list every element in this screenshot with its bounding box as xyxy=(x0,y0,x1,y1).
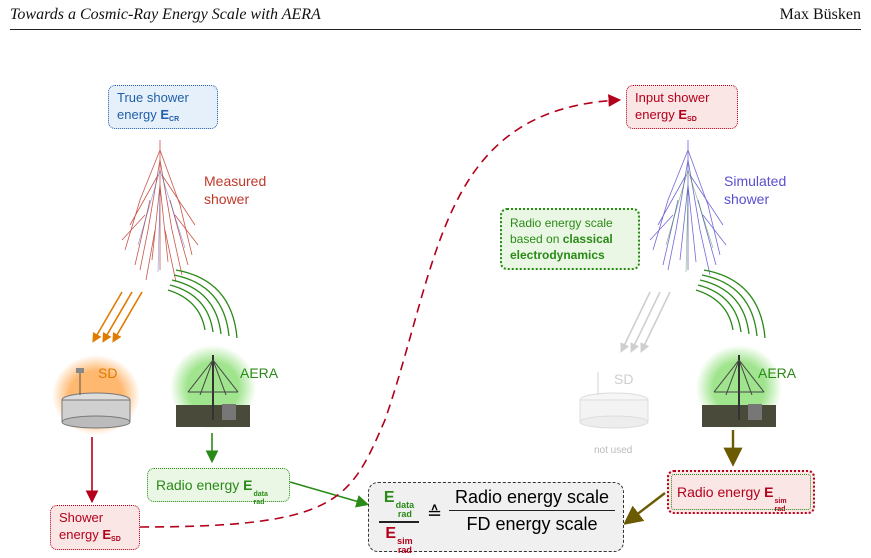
page-header: Towards a Cosmic-Ray Energy Scale with A… xyxy=(0,0,871,30)
radio-data-to-formula-arrow xyxy=(289,481,370,508)
formula-num-symbol: E xyxy=(383,489,395,506)
aera-antenna-icon xyxy=(696,345,782,430)
input-shower-energy-box: Input shower energy ESD xyxy=(626,85,738,129)
paper-title: Towards a Cosmic-Ray Energy Scale with A… xyxy=(10,6,321,23)
sd-tank-icon xyxy=(52,355,140,435)
sd-tank-icon xyxy=(579,372,649,429)
measured-shower-icon xyxy=(121,140,199,283)
radio-energy-scale-note: Radio energy scale based on classical el… xyxy=(500,208,640,270)
scale-numerator: Radio energy scale xyxy=(449,488,615,511)
aera-label: AERA xyxy=(758,365,797,381)
header-rule xyxy=(10,29,861,30)
not-used-label: not used xyxy=(594,445,633,456)
simulated-shower-icon xyxy=(649,140,727,276)
sd-unused-label: SD xyxy=(614,371,634,387)
radio-waves-icon xyxy=(695,269,766,339)
true-shower-energy-box: True shower energy ECR xyxy=(108,85,218,129)
sd-energy-to-input-arrow xyxy=(139,94,622,528)
radio-waves-icon xyxy=(167,269,238,339)
author-name: Max Büsken xyxy=(779,6,861,23)
particle-arrows-icon xyxy=(92,291,143,343)
corresponds-symbol: ≙ xyxy=(427,503,443,523)
shower-energy-sd-box: Shower energy ESD xyxy=(50,505,140,550)
scale-denominator: FD energy scale xyxy=(466,514,598,534)
aera-antenna-icon xyxy=(170,345,256,430)
radio-sim-to-formula-arrow xyxy=(623,492,666,525)
aera-label: AERA xyxy=(240,365,279,381)
scale-ratio-fraction: Radio energy scale FD energy scale xyxy=(449,488,615,534)
sd-label: SD xyxy=(98,365,118,381)
formula-den-symbol: E xyxy=(385,525,397,542)
unused-particle-arrows-icon xyxy=(620,291,671,353)
